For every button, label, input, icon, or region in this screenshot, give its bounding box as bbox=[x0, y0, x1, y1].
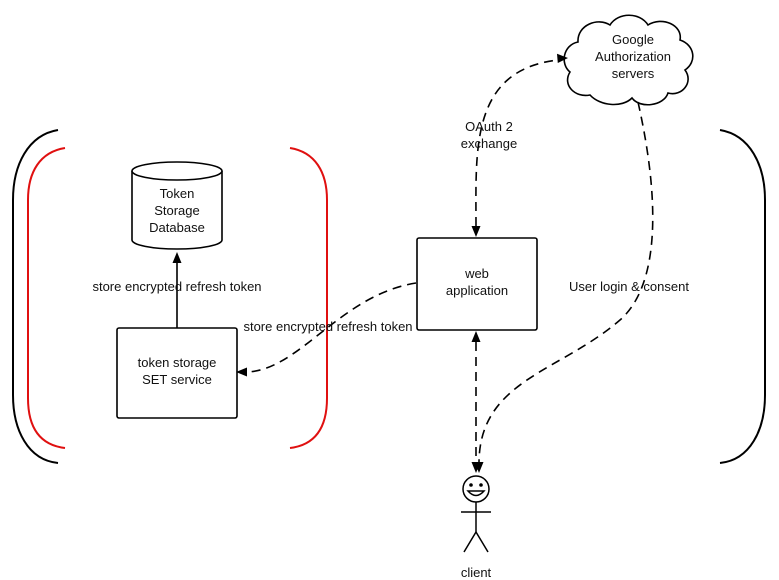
edge-label-store-database: store encrypted refresh token bbox=[92, 279, 261, 294]
client-actor: client bbox=[461, 475, 492, 580]
token-storage-database: Token Storage Database bbox=[131, 161, 223, 250]
web-application-box: web application bbox=[416, 237, 538, 331]
arrowhead bbox=[471, 226, 481, 237]
database-label-line-3: Database bbox=[149, 220, 205, 235]
database-label-line-1: Token bbox=[160, 186, 195, 201]
client-smile bbox=[466, 490, 486, 497]
arrowhead bbox=[471, 331, 481, 342]
google-authorization-cloud: Google Authorization servers bbox=[563, 14, 694, 106]
inner-bracket-right bbox=[289, 147, 328, 449]
client-head bbox=[462, 475, 490, 503]
arrowhead bbox=[236, 367, 247, 377]
token-storage-set-service-box: token storage SET service bbox=[116, 327, 238, 419]
set-service-label-line-2: SET service bbox=[142, 372, 212, 387]
arrowhead bbox=[474, 462, 484, 473]
client-eye-left bbox=[469, 483, 473, 487]
edge-service-to-database bbox=[172, 252, 182, 328]
edge-label-oauth-line-2: exchange bbox=[461, 136, 517, 151]
edge-webapp-to-service bbox=[236, 282, 417, 377]
cloud-label-line-3: servers bbox=[612, 66, 655, 81]
set-service-label-line-1: token storage bbox=[138, 355, 217, 370]
cloud-label-line-1: Google bbox=[612, 32, 654, 47]
inner-bracket-left bbox=[27, 147, 66, 449]
client-label: client bbox=[461, 565, 492, 580]
edge-user-consent bbox=[474, 101, 654, 473]
web-app-label-line-2: application bbox=[446, 283, 508, 298]
arrowhead bbox=[557, 53, 568, 63]
outer-bracket-left bbox=[12, 129, 59, 464]
edge-label-consent: User login & consent bbox=[569, 279, 689, 294]
edge-label-oauth-line-1: OAuth 2 bbox=[465, 119, 513, 134]
edge-oauth-exchange bbox=[471, 53, 568, 237]
outer-bracket-right bbox=[719, 129, 766, 464]
edge-label-store-service: store encrypted refresh token bbox=[243, 319, 412, 334]
arrowhead bbox=[172, 252, 182, 263]
cloud-label-line-2: Authorization bbox=[595, 49, 671, 64]
client-eye-right bbox=[479, 483, 483, 487]
web-app-label-line-1: web bbox=[464, 266, 489, 281]
database-label-line-2: Storage bbox=[154, 203, 200, 218]
